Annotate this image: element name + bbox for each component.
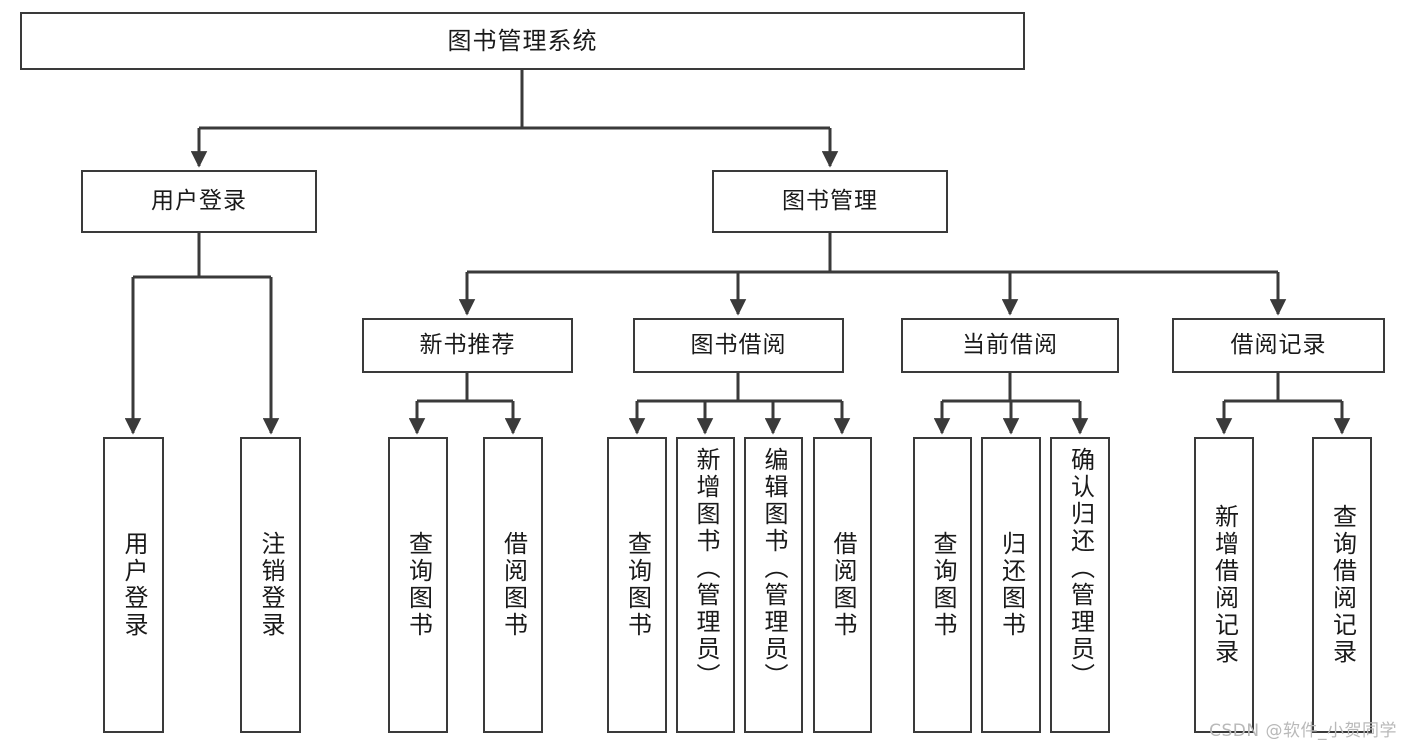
node-label: 借阅图书	[828, 531, 857, 639]
node-label: 查询图书	[928, 531, 957, 639]
node-label: 新增借阅记录	[1210, 504, 1239, 666]
node-label: 新增图书（管理员）	[691, 447, 720, 690]
node-label: 归还图书	[997, 531, 1026, 639]
leaf-current-query-book[interactable]: 查询图书	[913, 437, 972, 733]
node-borrow-record[interactable]: 借阅记录	[1172, 318, 1385, 373]
node-label: 用户登录	[151, 187, 247, 214]
node-label: 图书管理	[782, 187, 878, 214]
leaf-user-login-login[interactable]: 用户登录	[103, 437, 164, 733]
node-label: 用户登录	[119, 531, 148, 639]
leaf-borrow-borrow-book[interactable]: 借阅图书	[813, 437, 872, 733]
leaf-current-confirm-return[interactable]: 确认归还（管理员）	[1050, 437, 1110, 733]
leaf-record-query[interactable]: 查询借阅记录	[1312, 437, 1372, 733]
leaf-new-book-query[interactable]: 查询图书	[388, 437, 448, 733]
leaf-record-add[interactable]: 新增借阅记录	[1194, 437, 1254, 733]
node-label: 当前借阅	[962, 331, 1058, 358]
node-book-management[interactable]: 图书管理	[712, 170, 948, 233]
node-root-system[interactable]: 图书管理系统	[20, 12, 1025, 70]
leaf-user-login-logout[interactable]: 注销登录	[240, 437, 301, 733]
node-new-book-recommend[interactable]: 新书推荐	[362, 318, 573, 373]
node-label: 编辑图书（管理员）	[759, 447, 788, 690]
node-label: 查询图书	[623, 531, 652, 639]
node-user-login[interactable]: 用户登录	[81, 170, 317, 233]
node-label: 查询图书	[404, 531, 433, 639]
node-label: 确认归还（管理员）	[1066, 447, 1095, 690]
node-book-borrow[interactable]: 图书借阅	[633, 318, 844, 373]
leaf-borrow-edit-book[interactable]: 编辑图书（管理员）	[744, 437, 803, 733]
leaf-new-book-borrow[interactable]: 借阅图书	[483, 437, 543, 733]
node-label: 借阅图书	[499, 531, 528, 639]
node-label: 查询借阅记录	[1328, 504, 1357, 666]
leaf-borrow-query-book[interactable]: 查询图书	[607, 437, 667, 733]
leaf-borrow-add-book[interactable]: 新增图书（管理员）	[676, 437, 735, 733]
node-label: 注销登录	[256, 531, 285, 639]
node-current-borrow[interactable]: 当前借阅	[901, 318, 1119, 373]
watermark: CSDN @软件_小贺同学	[1209, 721, 1397, 741]
node-label: 图书借阅	[690, 331, 787, 358]
node-label: 借阅记录	[1230, 331, 1327, 358]
node-label: 图书管理系统	[447, 26, 598, 55]
node-label: 新书推荐	[419, 331, 516, 358]
leaf-current-return-book[interactable]: 归还图书	[981, 437, 1041, 733]
